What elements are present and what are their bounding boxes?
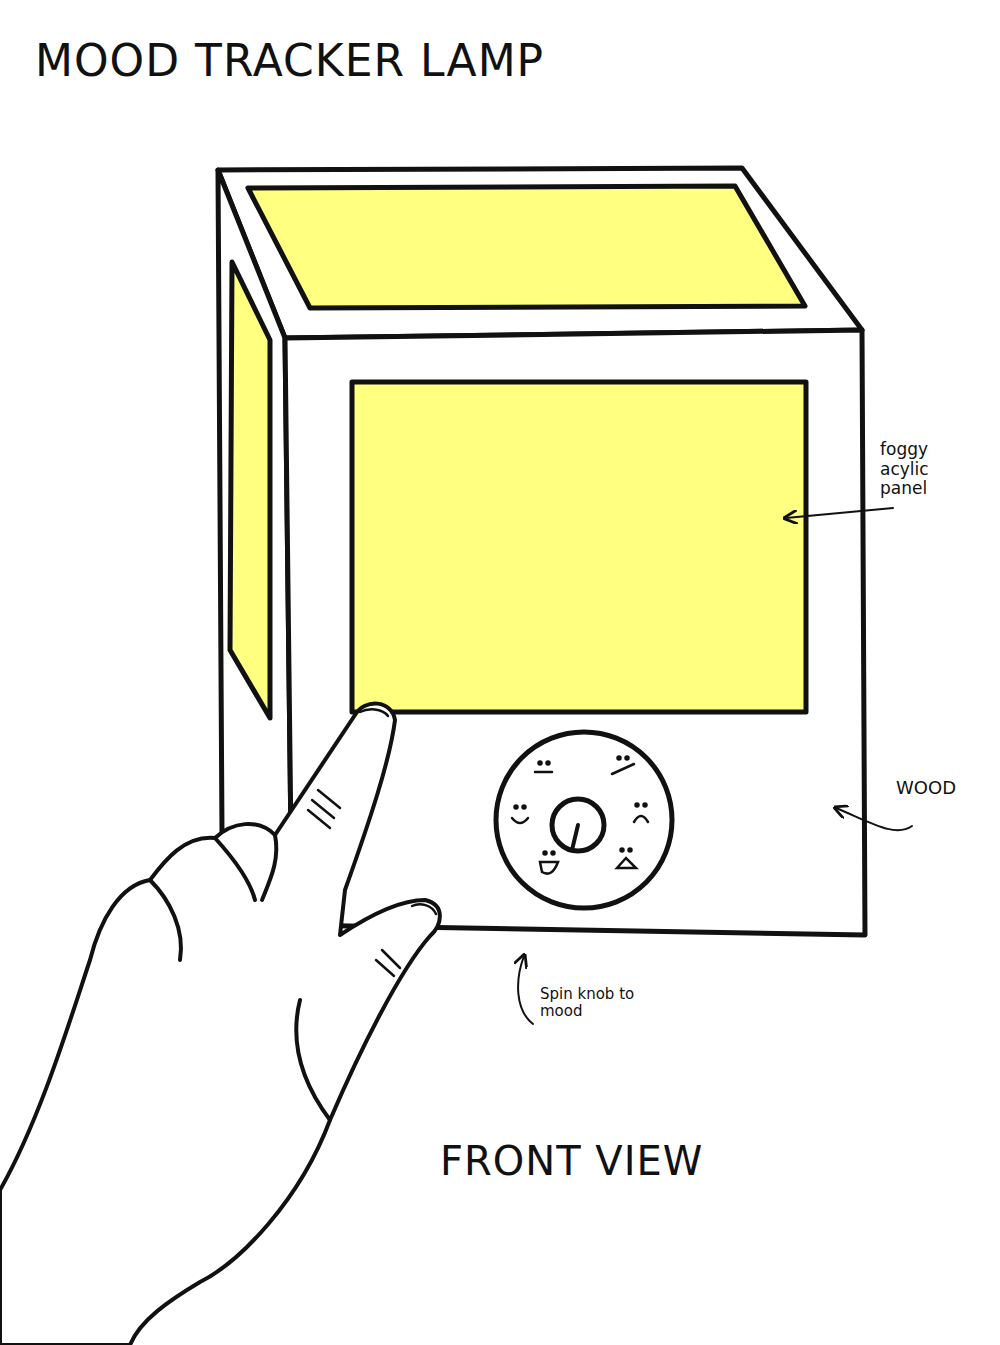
side-panel bbox=[230, 262, 270, 718]
mood-faces bbox=[512, 757, 648, 874]
leader-lines bbox=[518, 508, 912, 1024]
callout-label: foggy acylic panel bbox=[880, 440, 962, 499]
lamp-top bbox=[218, 168, 862, 338]
front-panel bbox=[352, 382, 806, 712]
mood-knob bbox=[552, 799, 604, 851]
caption: FRONT VIEW bbox=[440, 1138, 703, 1184]
callout-label: WOOD bbox=[896, 778, 956, 799]
mood-dial bbox=[496, 732, 672, 908]
hand bbox=[0, 704, 440, 1345]
title: MOOD TRACKER LAMP bbox=[35, 36, 544, 87]
top-panel bbox=[248, 186, 805, 308]
lamp-front bbox=[285, 330, 865, 935]
lamp-side bbox=[218, 170, 292, 925]
callout-label: Spin knob to mood bbox=[540, 986, 652, 1021]
